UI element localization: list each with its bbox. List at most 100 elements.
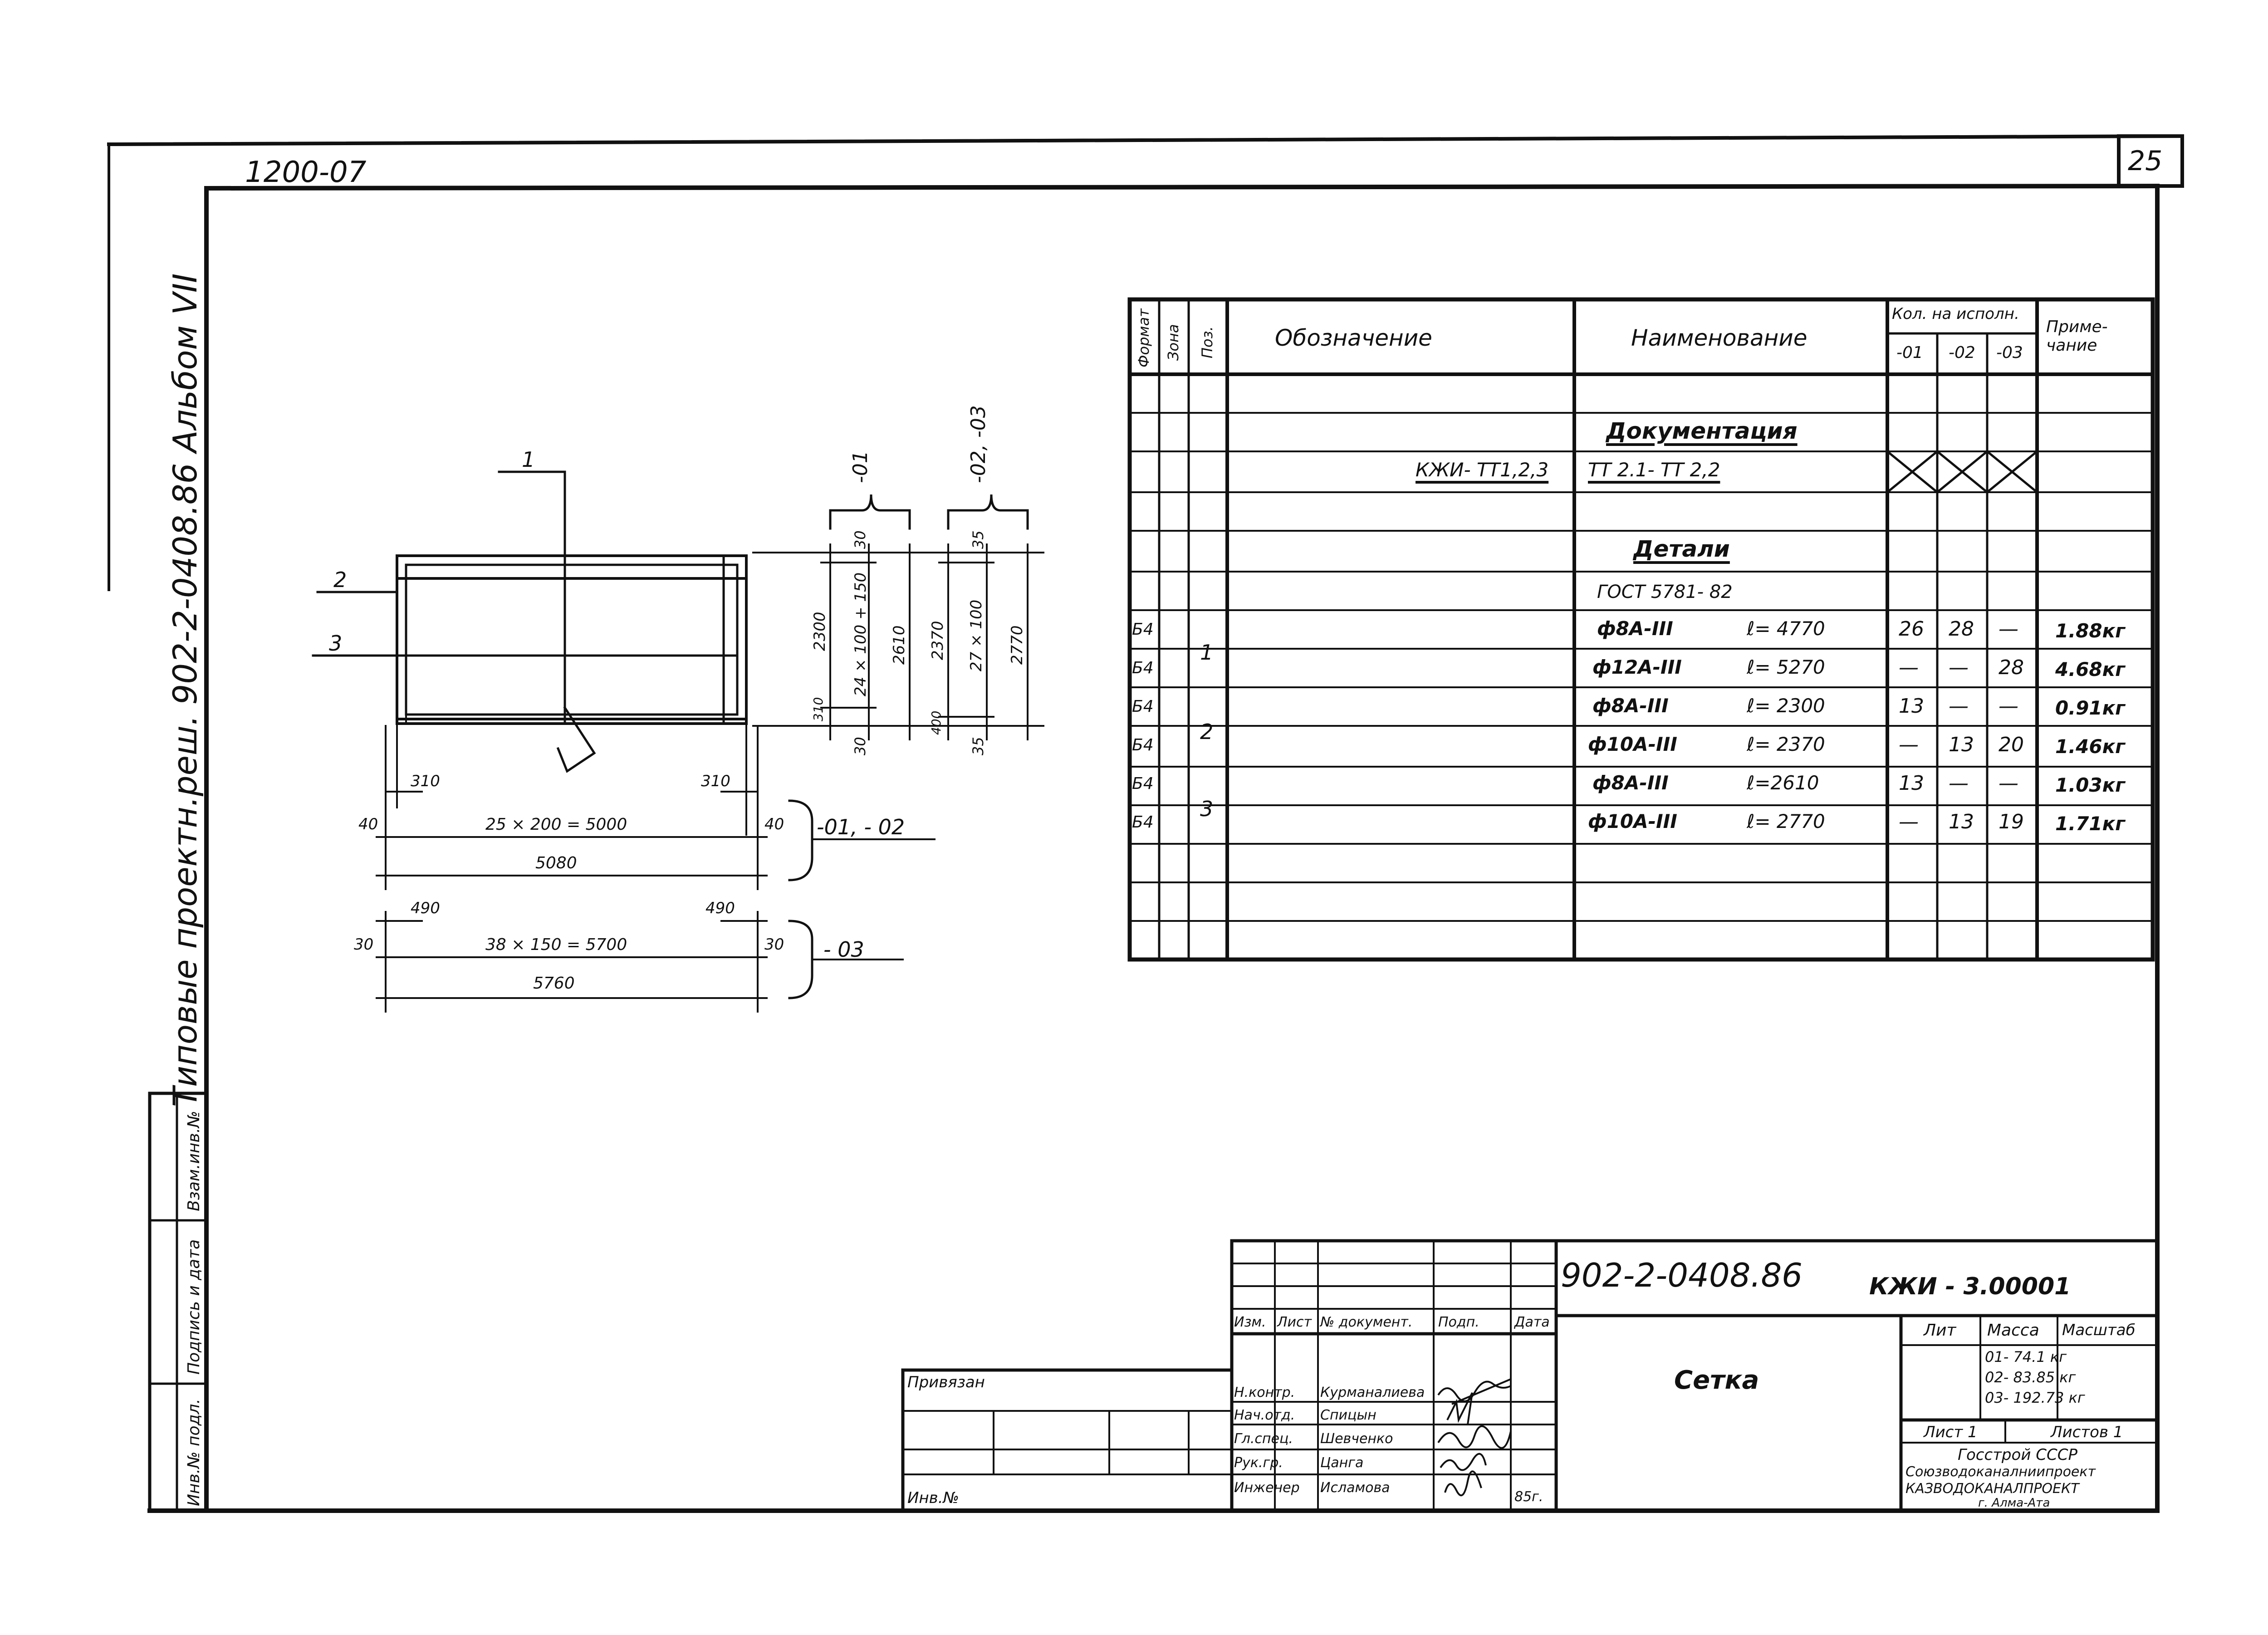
- row-qty-03: —: [1999, 695, 2018, 718]
- dim-40-left: 40: [358, 815, 378, 833]
- spec-header-qty: Кол. на исполн.: [1892, 305, 2019, 323]
- row-format: Б4: [1132, 813, 1154, 832]
- position-2: 2: [333, 568, 347, 592]
- row-format: Б4: [1132, 774, 1154, 793]
- row-qty-02: 28: [1949, 617, 1974, 641]
- spec-header-note: Приме- чание: [2046, 318, 2108, 355]
- sheets-label: Листов 1: [2051, 1423, 2123, 1441]
- year: 85г.: [1514, 1489, 1543, 1505]
- row-length: ℓ= 2300: [1747, 695, 1825, 717]
- object-name: Сетка: [1674, 1366, 1759, 1395]
- row-length: ℓ=2610: [1747, 772, 1819, 794]
- bound-label: Привязан: [907, 1373, 985, 1391]
- gost-reference: ГОСТ 5781- 82: [1597, 582, 1733, 602]
- doc-designation: КЖИ- ТТ1,2,3: [1416, 459, 1549, 481]
- row-note: 1.46кг: [2055, 735, 2126, 758]
- signer-name: Шевченко: [1320, 1431, 1393, 1447]
- row-format: Б4: [1132, 736, 1154, 754]
- row-qty-02: —: [1949, 656, 1969, 679]
- row-length: ℓ= 2370: [1747, 733, 1825, 755]
- signer-role: Рук.гр.: [1234, 1455, 1283, 1471]
- row-qty-03: —: [1999, 772, 2018, 795]
- row-name: ф10А-III: [1588, 733, 1677, 755]
- row-note: 1.03кг: [2055, 774, 2126, 796]
- signature: [1437, 1425, 1512, 1449]
- dim-5700: 38 × 150 = 5700: [485, 935, 627, 954]
- row-qty-02: —: [1949, 695, 1969, 718]
- mass-value-01: 01- 74.1 кг: [1985, 1348, 2067, 1366]
- row-name: ф8А-III: [1592, 772, 1669, 794]
- col-header-list: Лист: [1277, 1314, 1312, 1330]
- mass-value-02: 02- 83.85 кг: [1985, 1369, 2076, 1386]
- signer-role: Инженер: [1234, 1480, 1300, 1496]
- spec-header-v03: -03: [1996, 343, 2023, 362]
- spec-header-name: Наименование: [1631, 325, 1808, 351]
- org-line-3: КАЗВОДОКАНАЛПРОЕКТ: [1906, 1481, 2079, 1497]
- row-qty-03: 28: [1999, 656, 2024, 679]
- dim-5000: 25 × 200 = 5000: [485, 815, 627, 834]
- row-note: 1.88кг: [2055, 620, 2126, 642]
- row-qty-01: —: [1899, 656, 1919, 679]
- org-line-2: Союзводоканалниипроект: [1906, 1464, 2096, 1480]
- signer-role: Н.контр.: [1234, 1385, 1295, 1400]
- spec-header-designation: Обозначение: [1275, 325, 1432, 351]
- group-03: - 03: [823, 937, 864, 962]
- doc-code: 902-2-0408.86: [1561, 1256, 1803, 1294]
- row-name: ф10А-III: [1588, 810, 1677, 832]
- inv-label: Инв.№: [907, 1489, 959, 1507]
- row-length: ℓ= 5270: [1747, 656, 1825, 678]
- row-name: ф8А-III: [1597, 617, 1673, 640]
- row-note: 1.71кг: [2055, 813, 2126, 835]
- row-name: ф12А-III: [1592, 656, 1682, 678]
- col-header-sign: Подп.: [1438, 1314, 1479, 1330]
- spec-pos-3: 3: [1200, 797, 1214, 821]
- row-qty-01: 26: [1899, 617, 1924, 641]
- row-format: Б4: [1132, 697, 1154, 716]
- signer-name: Исламова: [1320, 1480, 1390, 1496]
- col-header-date: Дата: [1514, 1314, 1550, 1330]
- signer-name: Курманалиева: [1320, 1385, 1425, 1400]
- dim-310-left: 310: [411, 772, 440, 790]
- doc-name: ТТ 2.1- ТТ 2,2: [1588, 459, 1720, 481]
- row-length: ℓ= 4770: [1747, 617, 1825, 640]
- row-name: ф8А-III: [1592, 695, 1669, 717]
- signer-name: Спицын: [1320, 1407, 1376, 1423]
- signer-name: Цанга: [1320, 1455, 1364, 1471]
- signer-role: Гл.спец.: [1234, 1431, 1293, 1447]
- dim-30-left: 30: [354, 935, 374, 954]
- position-1: 1: [522, 447, 535, 472]
- dim-40-right: 40: [764, 815, 784, 833]
- dim-490-left: 490: [411, 899, 440, 917]
- row-qty-02: —: [1949, 772, 1969, 795]
- org-line-4: г. Алма-Ата: [1978, 1496, 2050, 1510]
- row-note: 0.91кг: [2055, 697, 2126, 719]
- row-note: 4.68кг: [2055, 658, 2126, 680]
- scale-label: Масштаб: [2062, 1321, 2136, 1339]
- col-header-izm: Изм.: [1234, 1314, 1266, 1330]
- row-qty-03: 19: [1999, 810, 2024, 833]
- dim-5760: 5760: [533, 974, 575, 993]
- group-01-02: -01, - 02: [817, 815, 905, 839]
- spec-header-v01: -01: [1896, 343, 1923, 362]
- dim-30-right: 30: [764, 935, 784, 954]
- row-format: Б4: [1132, 620, 1154, 639]
- signer-role: Нач.отд.: [1234, 1407, 1295, 1423]
- signature: [1451, 1378, 1511, 1405]
- row-length: ℓ= 2770: [1747, 810, 1825, 832]
- position-3: 3: [329, 631, 343, 656]
- row-qty-01: —: [1899, 810, 1919, 833]
- dim-490-right: 490: [705, 899, 735, 917]
- row-qty-02: 13: [1949, 733, 1974, 756]
- org-line-1: Госстрой СССР: [1958, 1446, 2077, 1464]
- sheet-label: Лист 1: [1924, 1423, 1978, 1441]
- col-header-doc-no: № документ.: [1320, 1314, 1413, 1330]
- section-parts: Детали: [1633, 536, 1730, 562]
- row-qty-03: —: [1999, 617, 2018, 641]
- dim-5080: 5080: [535, 854, 577, 872]
- signature: [1437, 1380, 1511, 1402]
- top-left-code: 1200-07: [245, 156, 367, 189]
- row-qty-01: —: [1899, 733, 1919, 756]
- spec-pos-1: 1: [1200, 640, 1214, 665]
